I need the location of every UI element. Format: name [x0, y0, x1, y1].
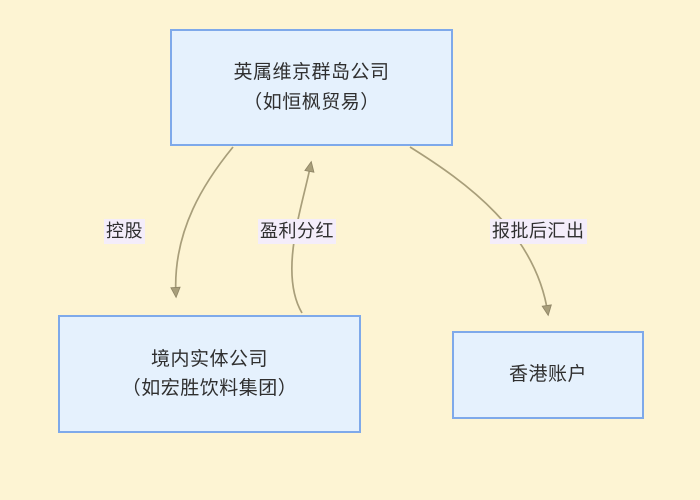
node-domestic-line2: （如宏胜饮料集团） [121, 378, 298, 399]
node-domestic-entity[interactable]: 境内实体公司 （如宏胜饮料集团） [58, 315, 361, 433]
node-bvi-company[interactable]: 英属维京群岛公司 （如恒枫贸易） [170, 29, 453, 146]
edge-label-remit: 报批后汇出 [490, 219, 587, 245]
node-bvi-line1: 英属维京群岛公司 [233, 62, 390, 84]
edge-label-holding: 控股 [104, 219, 145, 245]
node-hk-line1: 香港账户 [508, 364, 587, 386]
edge-holding-path [170, 146, 234, 299]
edge-label-dividend: 盈利分红 [258, 219, 336, 245]
node-domestic-line1: 境内实体公司 [150, 348, 268, 370]
node-bvi-line2: （如恒枫贸易） [243, 91, 380, 113]
node-hongkong-account[interactable]: 香港账户 [452, 331, 644, 419]
